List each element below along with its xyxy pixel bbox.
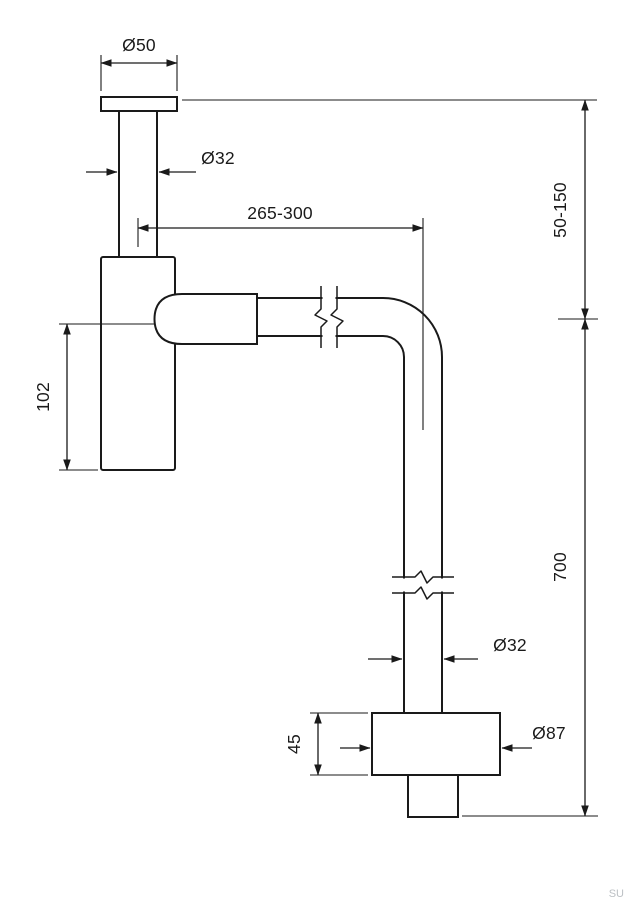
siphon-body-group <box>100 96 501 818</box>
dim-vertical-drop: 700 <box>462 318 598 817</box>
dim-rosette-depth-label: 45 <box>284 734 304 754</box>
inlet-flange <box>100 96 178 112</box>
dim-inlet-diameter-label: Ø32 <box>201 148 235 168</box>
trap-body <box>100 256 176 471</box>
dim-inlet-height-label: 50-150 <box>550 182 570 238</box>
tail-pipe <box>407 774 459 818</box>
dim-inlet-height: 50-150 <box>182 99 598 320</box>
wall-rosette <box>371 712 501 776</box>
dim-trap-height-label: 102 <box>33 382 53 412</box>
dim-flange-diameter-label: Ø50 <box>122 35 156 55</box>
dim-rosette-diameter: Ø87 <box>340 723 566 752</box>
pipe-break-vertical <box>392 570 454 600</box>
dim-vertical-drop-label: 700 <box>550 552 570 582</box>
pipe-inner-edge <box>257 335 405 713</box>
dim-horizontal-reach-label: 265-300 <box>247 203 313 223</box>
outlet-fitting <box>153 293 258 345</box>
dim-outlet-diameter: Ø32 <box>368 635 527 663</box>
dim-horizontal-reach: 265-300 <box>137 203 424 430</box>
dim-rosette-depth: 45 <box>284 712 368 776</box>
dim-inlet-diameter: Ø32 <box>86 148 235 176</box>
pipe-outer-edge <box>257 297 443 713</box>
watermark-text: SU <box>609 888 624 900</box>
dim-flange-diameter: Ø50 <box>100 35 178 91</box>
pipe-break-horizontal <box>314 286 344 348</box>
dim-trap-height: 102 <box>33 323 154 471</box>
dimension-annotations: Ø50 Ø32 265-300 50-150 102 <box>33 35 598 817</box>
dim-outlet-diameter-label: Ø32 <box>493 635 527 655</box>
dim-rosette-diameter-label: Ø87 <box>532 723 566 743</box>
